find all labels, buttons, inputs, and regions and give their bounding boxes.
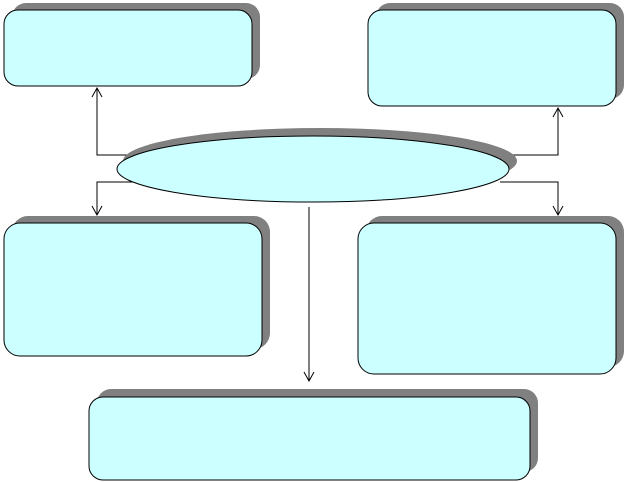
node-bottom [88,389,538,481]
node-middle-left [3,216,270,357]
node-top-left [3,3,260,87]
node-middle-right-box [357,222,617,375]
connector-center-to-middle-left [91,181,140,217]
node-middle-right [357,216,624,375]
node-center-ellipse [116,135,510,203]
node-center [116,128,517,203]
node-bottom-box [88,396,531,481]
node-top-right [367,3,624,107]
node-middle-left-box [3,222,263,357]
node-top-right-box [367,9,617,107]
connector-center-to-middle-right [500,181,564,217]
node-top-left-box [3,9,253,87]
